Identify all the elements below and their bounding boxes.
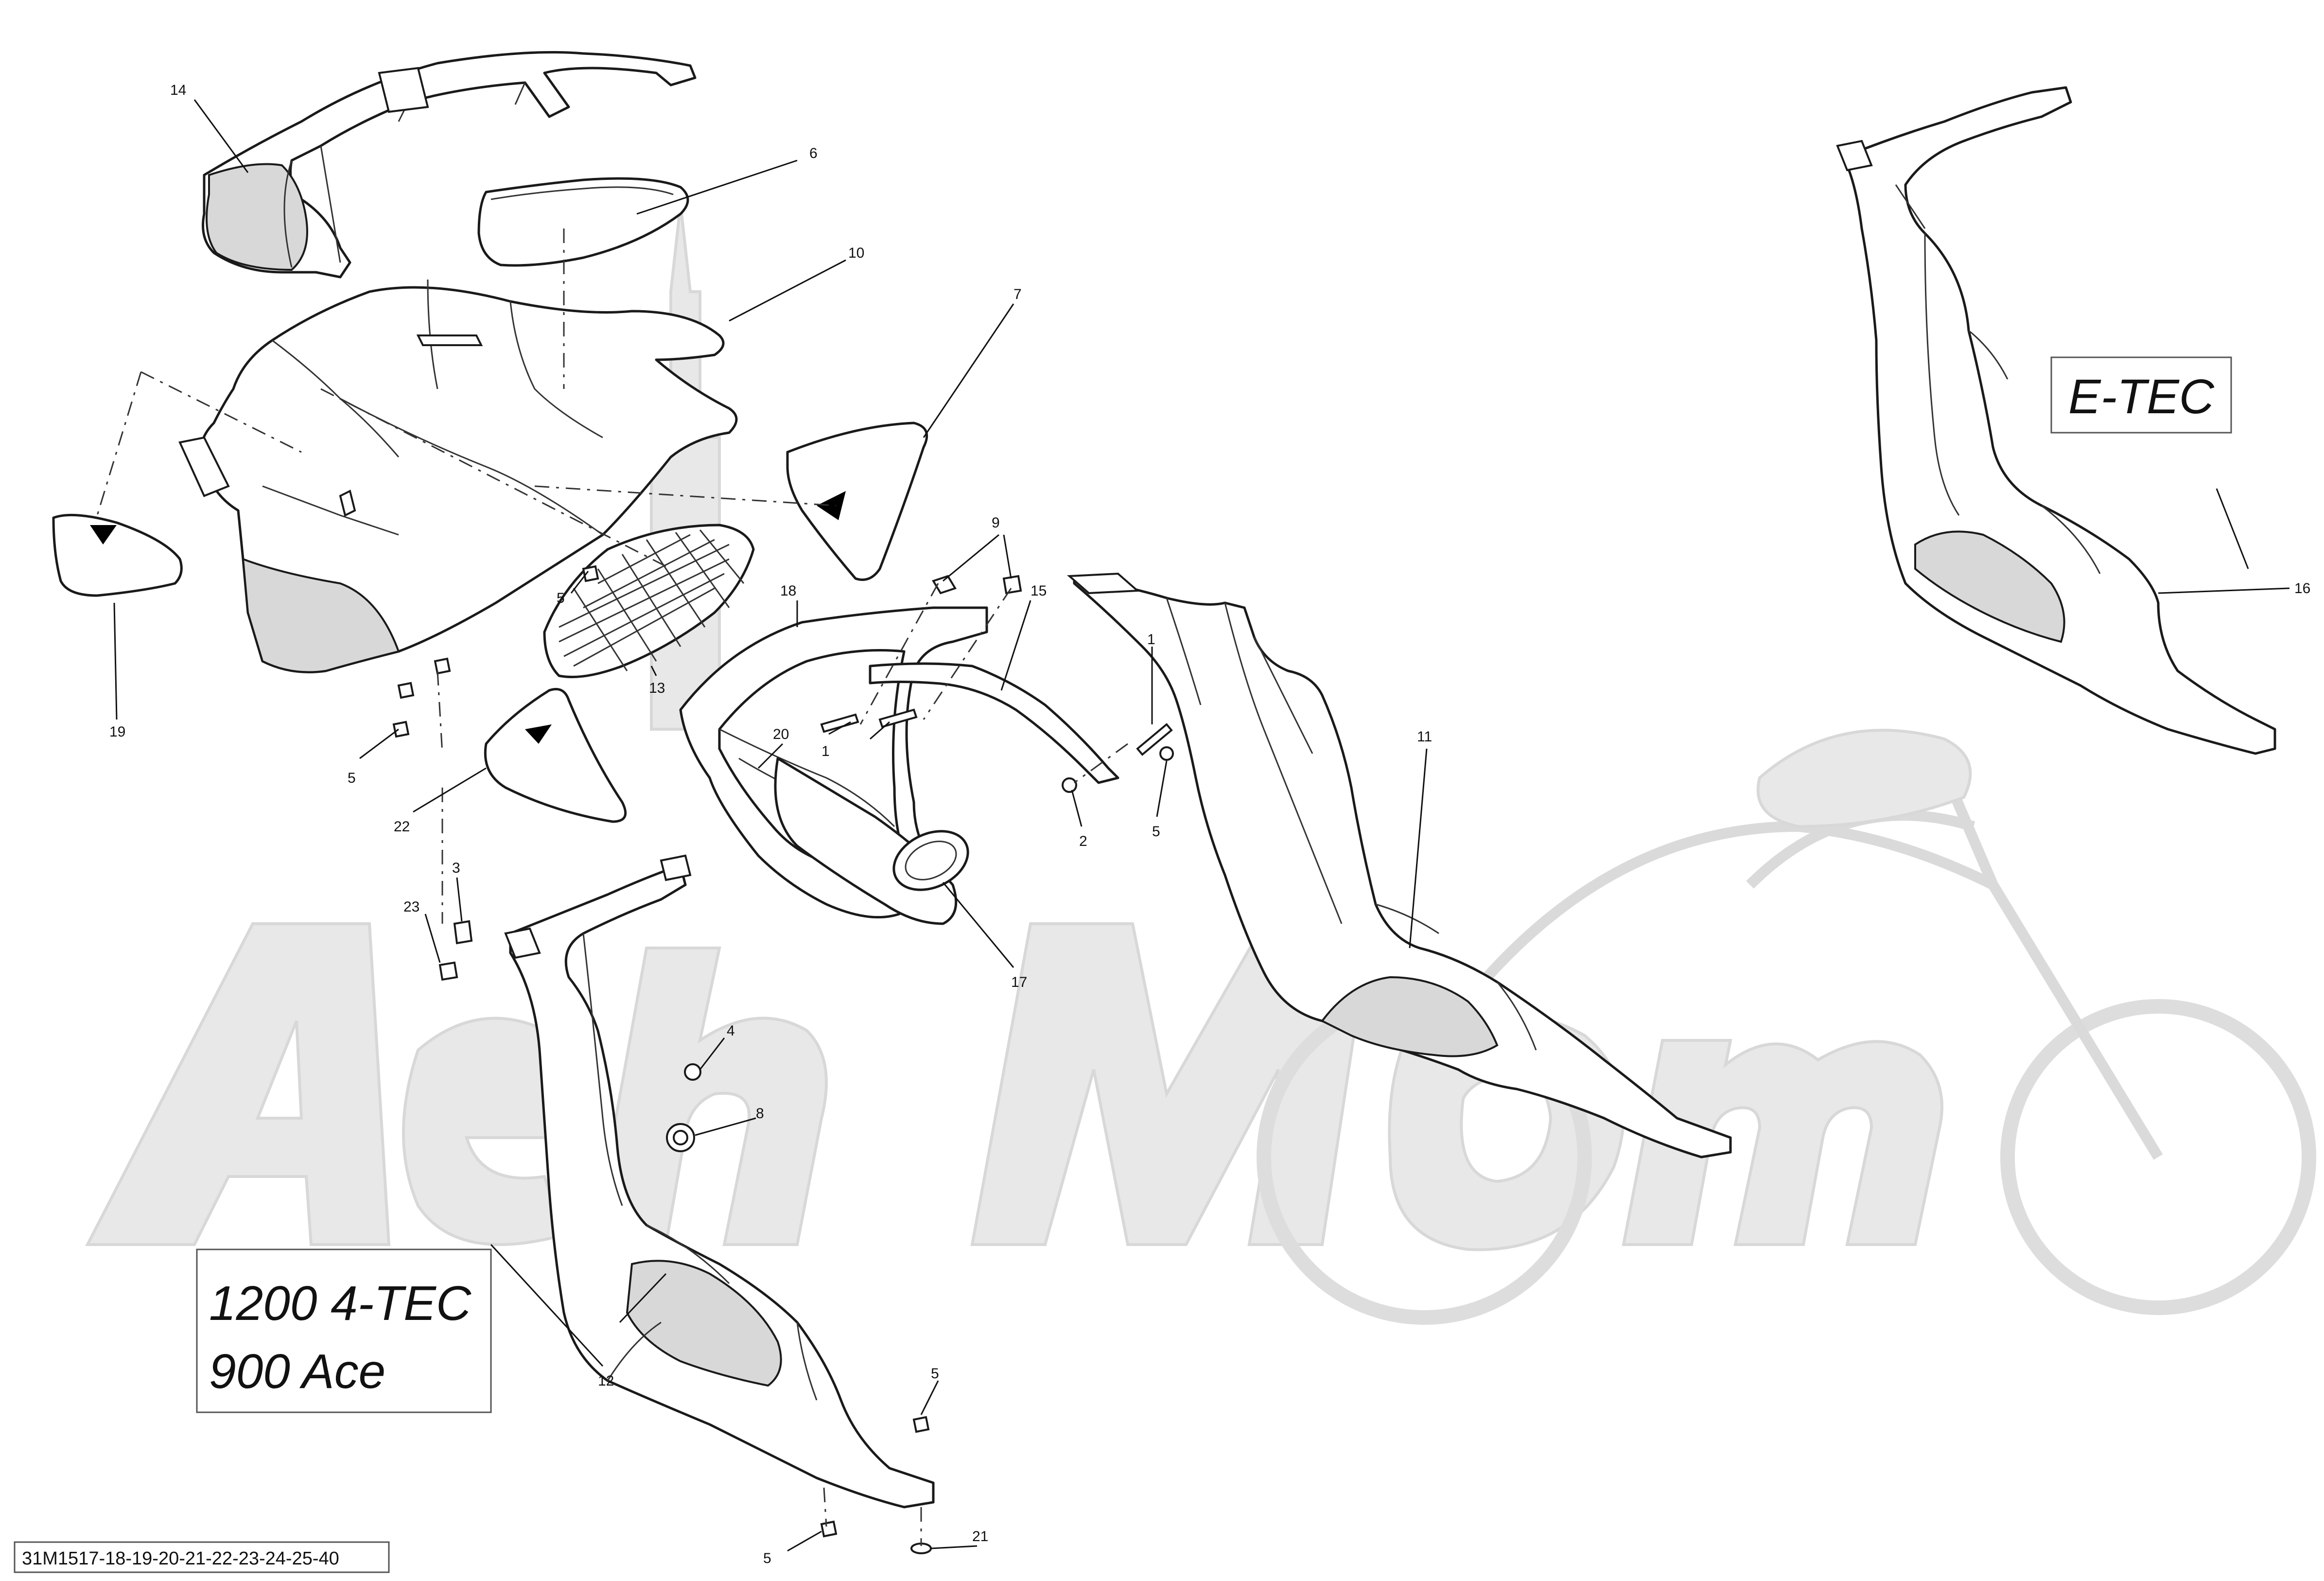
part-13-mesh bbox=[559, 529, 745, 671]
callout-10: 10 bbox=[848, 245, 864, 261]
callout-7: 7 bbox=[1013, 286, 1022, 302]
callout-13: 13 bbox=[649, 680, 665, 696]
callout-numbers: 14 6 10 7 9 18 15 5 13 19 5 22 20 1 1 2 … bbox=[109, 82, 2310, 1566]
part-housing-nut-a bbox=[397, 682, 415, 699]
part-11-side-panel bbox=[1066, 572, 1732, 1159]
callout-15: 15 bbox=[1031, 583, 1047, 599]
model-label-line1: 1200 4-TEC bbox=[209, 1276, 472, 1331]
watermark-letter-a bbox=[85, 922, 391, 1246]
part-19-side-pad bbox=[52, 513, 183, 597]
part-14-upper-fairing bbox=[202, 51, 697, 279]
callout-3: 3 bbox=[452, 860, 460, 876]
part-8-grommet-inner bbox=[673, 1130, 688, 1145]
callout-17: 17 bbox=[1011, 974, 1027, 990]
part-13-grille bbox=[543, 524, 755, 678]
part-19-arrow-marker bbox=[90, 525, 117, 545]
part-5-screw-d bbox=[912, 1416, 930, 1433]
callout-5-lower-right: 5 bbox=[931, 1366, 939, 1382]
part-9-nut bbox=[932, 575, 957, 595]
callout-18: 18 bbox=[780, 583, 796, 599]
part-16-side-panel-etec bbox=[1836, 86, 2276, 755]
callout-5-left: 5 bbox=[348, 770, 356, 786]
watermark-front-wheel bbox=[2000, 999, 2316, 1315]
part-18-frame bbox=[679, 606, 988, 919]
part-22-lower-pad bbox=[484, 688, 627, 823]
part-22-arrow-marker bbox=[525, 724, 552, 744]
assembly-lines bbox=[96, 228, 1128, 1546]
callout-1-left: 1 bbox=[821, 743, 830, 759]
callout-5-bottom: 5 bbox=[763, 1550, 771, 1566]
part-23-screw bbox=[438, 961, 458, 981]
callout-14: 14 bbox=[170, 82, 186, 98]
etec-label-box: E-TEC bbox=[2050, 356, 2232, 434]
part-7-arrow-marker bbox=[817, 491, 846, 520]
part-1-pin-a bbox=[820, 713, 859, 733]
callout-12: 12 bbox=[598, 1373, 614, 1389]
watermark-letter-m2 bbox=[1622, 1039, 1943, 1246]
watermark-letter-h bbox=[591, 947, 828, 1246]
callout-11: 11 bbox=[1417, 729, 1432, 745]
part-15-rail bbox=[869, 662, 1119, 784]
callout-21: 21 bbox=[972, 1528, 988, 1545]
callout-20: 20 bbox=[773, 726, 789, 742]
model-label-box: 1200 4-TEC 900 Ace bbox=[196, 1248, 492, 1413]
part-7-side-pad bbox=[786, 422, 928, 581]
leader-lines bbox=[113, 99, 2290, 1552]
part-5-screw-e bbox=[820, 1520, 838, 1538]
part-9-nut-b bbox=[1002, 575, 1022, 595]
callout-6: 6 bbox=[809, 145, 818, 161]
watermark-logo bbox=[85, 204, 2316, 1325]
etec-label: E-TEC bbox=[2068, 369, 2215, 424]
part-12-lower-side-panel bbox=[504, 854, 935, 1509]
callout-9: 9 bbox=[992, 515, 1000, 531]
watermark-tank bbox=[1756, 729, 1972, 828]
callout-5-upper: 5 bbox=[557, 590, 565, 606]
callout-19: 19 bbox=[109, 724, 125, 740]
part-5-screw-a bbox=[582, 565, 599, 582]
callout-8: 8 bbox=[756, 1106, 764, 1122]
model-label-line2: 900 Ace bbox=[209, 1344, 385, 1399]
callout-5-mid: 5 bbox=[1152, 824, 1160, 840]
callout-1-right: 1 bbox=[1147, 632, 1155, 648]
part-5-screw-c bbox=[1159, 746, 1174, 761]
part-10-front-housing bbox=[178, 279, 738, 673]
diagram-code-box: 31M1517-18-19-20-21-22-23-24-25-40 bbox=[14, 1541, 390, 1573]
part-5-screw-b bbox=[392, 720, 410, 738]
callout-2: 2 bbox=[1079, 833, 1087, 849]
callout-23: 23 bbox=[403, 899, 419, 915]
callout-4: 4 bbox=[727, 1023, 735, 1039]
part-1-pin-c bbox=[1136, 723, 1173, 756]
part-17-frame-ring bbox=[892, 830, 969, 891]
part-housing-nut-b bbox=[434, 657, 451, 675]
part-2-nut bbox=[1062, 777, 1077, 793]
part-3-clip bbox=[453, 920, 473, 945]
callout-22: 22 bbox=[394, 819, 410, 835]
part-4-nut bbox=[684, 1063, 701, 1081]
part-6-top-pad bbox=[477, 177, 689, 267]
diagram-code: 31M1517-18-19-20-21-22-23-24-25-40 bbox=[22, 1548, 339, 1569]
callout-16: 16 bbox=[2294, 580, 2310, 597]
